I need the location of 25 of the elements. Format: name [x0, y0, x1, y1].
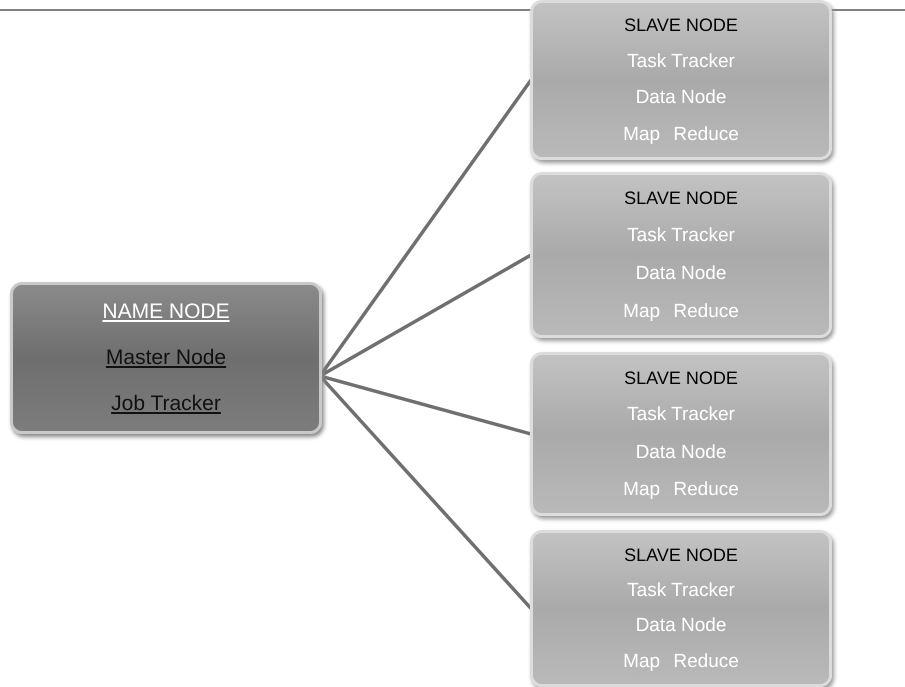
node-label: Map Reduce — [623, 479, 739, 502]
slave-node-box — [530, 0, 832, 160]
node-label: Data Node — [636, 87, 726, 110]
node-label: Task Tracker — [627, 50, 735, 73]
connector-line — [320, 374, 532, 436]
node-heading: SLAVE NODE — [624, 14, 738, 36]
master-node-box — [10, 282, 322, 434]
node-label: Map Reduce — [623, 651, 739, 674]
node-heading: SLAVE NODE — [624, 544, 738, 566]
slave-node-box — [530, 530, 832, 687]
node-label: Master Node — [106, 347, 226, 369]
slave-node-box — [530, 172, 832, 338]
node-label: Data Node — [636, 615, 726, 638]
node-label: Map Reduce — [623, 301, 739, 323]
node-heading: SLAVE NODE — [624, 187, 738, 209]
node-label: Data Node — [636, 263, 726, 285]
slave-node-box — [530, 352, 832, 516]
node-label: Task Tracker — [627, 580, 735, 602]
node-label: Task Tracker — [627, 225, 735, 247]
node-label: Data Node — [636, 442, 726, 464]
node-label: Job Tracker — [111, 393, 221, 415]
node-label: Task Tracker — [627, 404, 735, 426]
node-heading: NAME NODE — [102, 301, 230, 323]
node-heading: SLAVE NODE — [624, 366, 738, 389]
node-label: Map Reduce — [623, 124, 739, 146]
